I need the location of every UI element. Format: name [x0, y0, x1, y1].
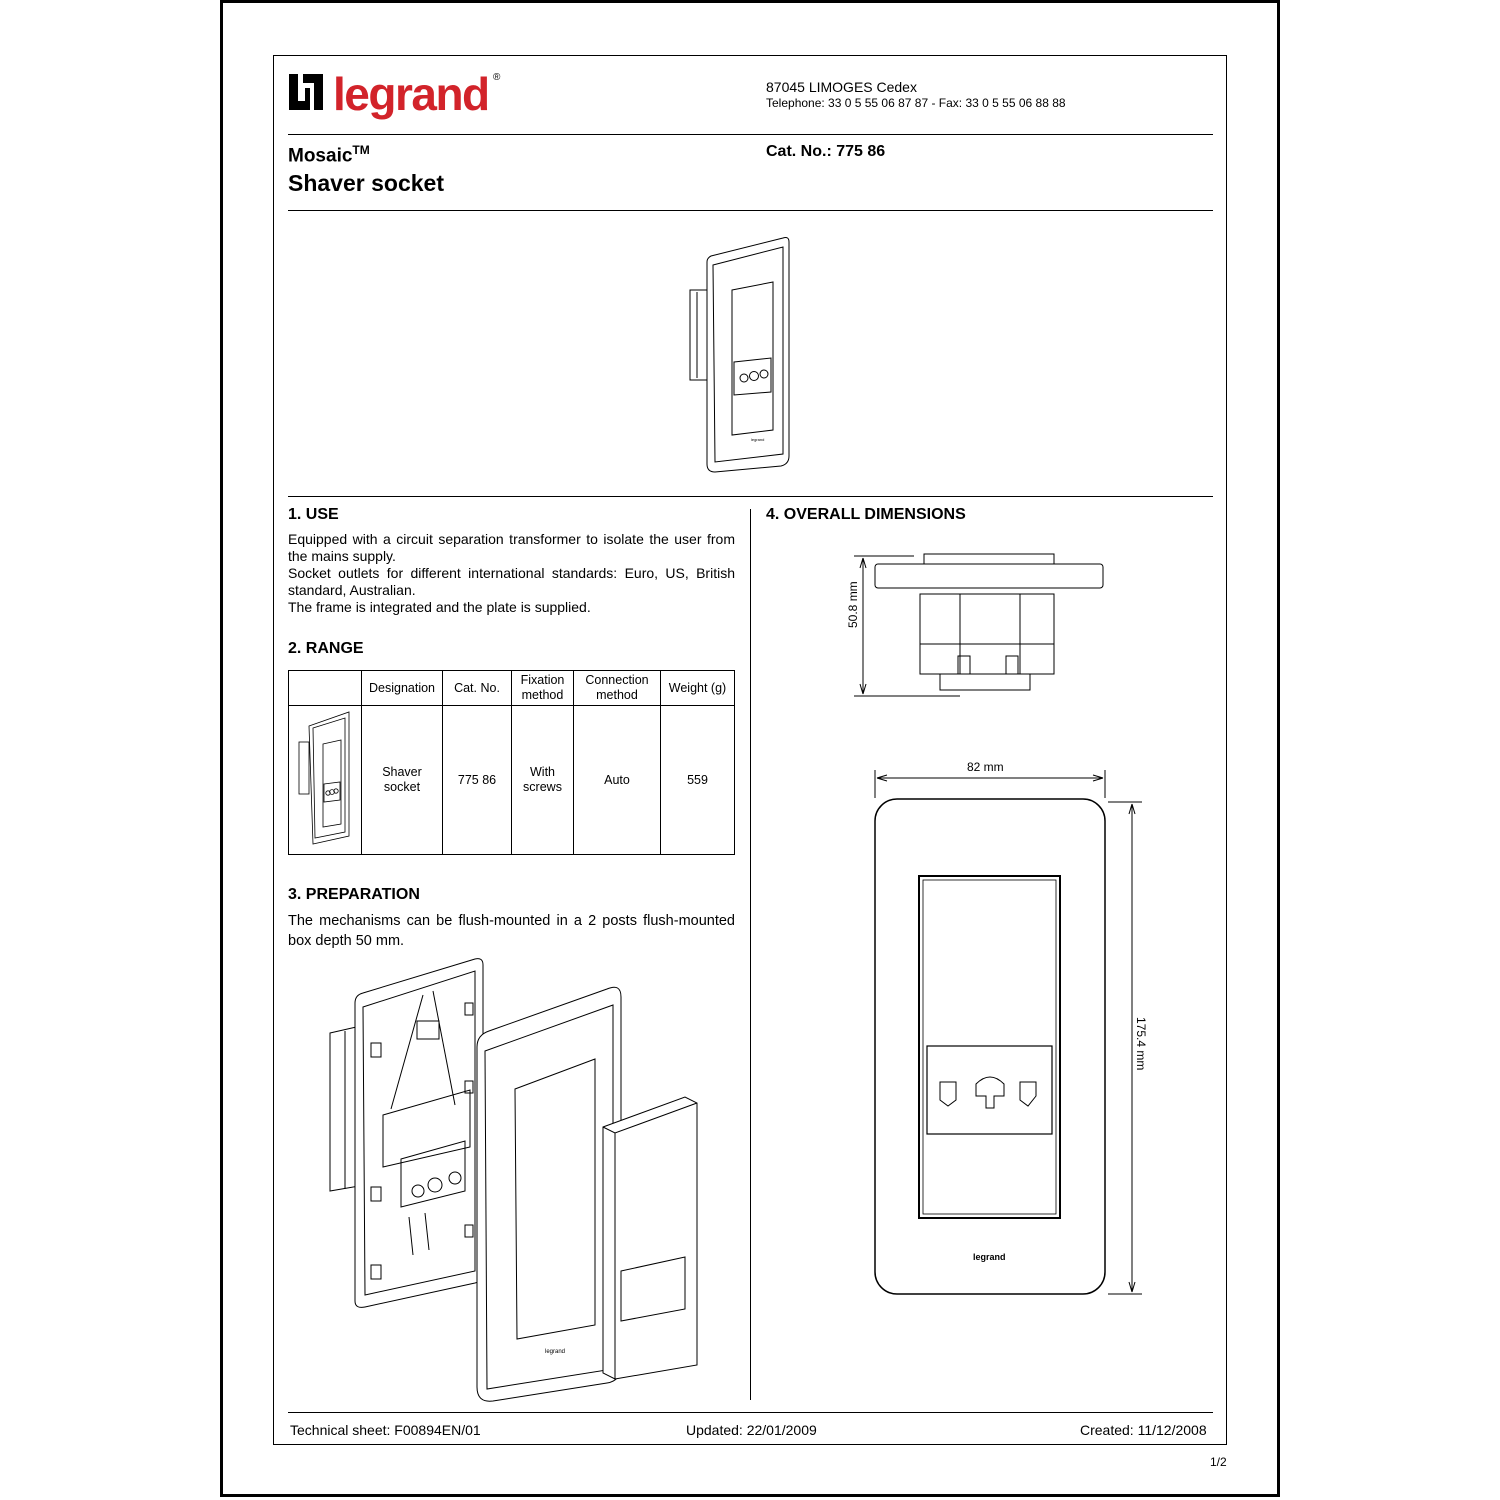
- range-weight: 559: [660, 705, 735, 855]
- product-series: MosaicTM: [288, 143, 370, 167]
- footer-rule: [288, 1412, 1213, 1413]
- svg-text:legrand: legrand: [333, 68, 489, 120]
- product-name: Shaver socket: [288, 170, 444, 196]
- section-preparation-heading: 3. PREPARATION: [288, 886, 420, 903]
- range-header-cell: Weight (g): [660, 670, 735, 706]
- catalogue-number: Cat. No.: 775 86: [766, 143, 886, 160]
- front-view-drawing: [860, 770, 1150, 1300]
- section-use-heading: 1. USE: [288, 506, 339, 523]
- range-product-thumbnail: [288, 705, 362, 855]
- use-paragraph: Socket outlets for different internation…: [288, 565, 735, 598]
- technical-sheet-number: Technical sheet: F00894EN/01: [290, 1422, 481, 1438]
- updated-date: Updated: 22/01/2009: [686, 1422, 817, 1438]
- range-row: Shaver socket 775 86 With screws Auto 55…: [288, 705, 735, 855]
- svg-text:legrand: legrand: [545, 1349, 565, 1355]
- section-preparation-text: The mechanisms can be flush-mounted in a…: [288, 913, 735, 949]
- title-rule: [288, 210, 1213, 211]
- range-header-cell: Fixation method: [511, 670, 574, 706]
- svg-text:legrand: legrand: [751, 437, 764, 442]
- width-dimension-label: 82 mm: [967, 760, 1004, 774]
- side-view-drawing: [840, 548, 1120, 703]
- product-illustration: legrand: [685, 232, 795, 474]
- section-use-text: Equipped with a circuit separation trans…: [288, 531, 735, 616]
- address-line2: Telephone: 33 0 5 55 06 87 87 - Fax: 33 …: [766, 96, 1066, 110]
- header-rule: [288, 134, 1213, 135]
- range-cat-no: 775 86: [442, 705, 512, 855]
- created-date: Created: 11/12/2008: [1080, 1422, 1207, 1438]
- range-header-cell: Cat. No.: [442, 670, 512, 706]
- range-table: Designation Cat. No. Fixation method Con…: [288, 670, 735, 855]
- range-header-cell: Connection method: [573, 670, 661, 706]
- plate-logo: legrand: [973, 1252, 1006, 1262]
- section-range-heading: 2. RANGE: [288, 640, 364, 657]
- exploded-view-illustration: legrand: [325, 955, 705, 1403]
- content-rule: [288, 496, 1213, 497]
- range-header-cell: Designation: [361, 670, 443, 706]
- page-number: 1/2: [1210, 1455, 1227, 1469]
- range-designation: Shaver socket: [361, 705, 443, 855]
- legrand-logo: legrand ®: [287, 68, 507, 124]
- section-dimensions-heading: 4. OVERALL DIMENSIONS: [766, 506, 966, 523]
- svg-text:®: ®: [493, 72, 501, 83]
- depth-dimension-label: 50.8 mm: [846, 581, 860, 628]
- range-header-cell: [288, 670, 362, 706]
- use-paragraph: Equipped with a circuit separation trans…: [288, 531, 735, 564]
- address-line1: 87045 LIMOGES Cedex: [766, 79, 917, 95]
- range-header-row: Designation Cat. No. Fixation method Con…: [288, 670, 735, 706]
- range-connection: Auto: [573, 705, 661, 855]
- column-divider: [750, 509, 751, 1400]
- page-outer-border: [220, 0, 1280, 1497]
- range-fixation: With screws: [511, 705, 574, 855]
- sheet-frame: [273, 55, 1227, 1445]
- height-dimension-label: 175.4 mm: [1134, 1017, 1148, 1071]
- use-paragraph: The frame is integrated and the plate is…: [288, 599, 591, 615]
